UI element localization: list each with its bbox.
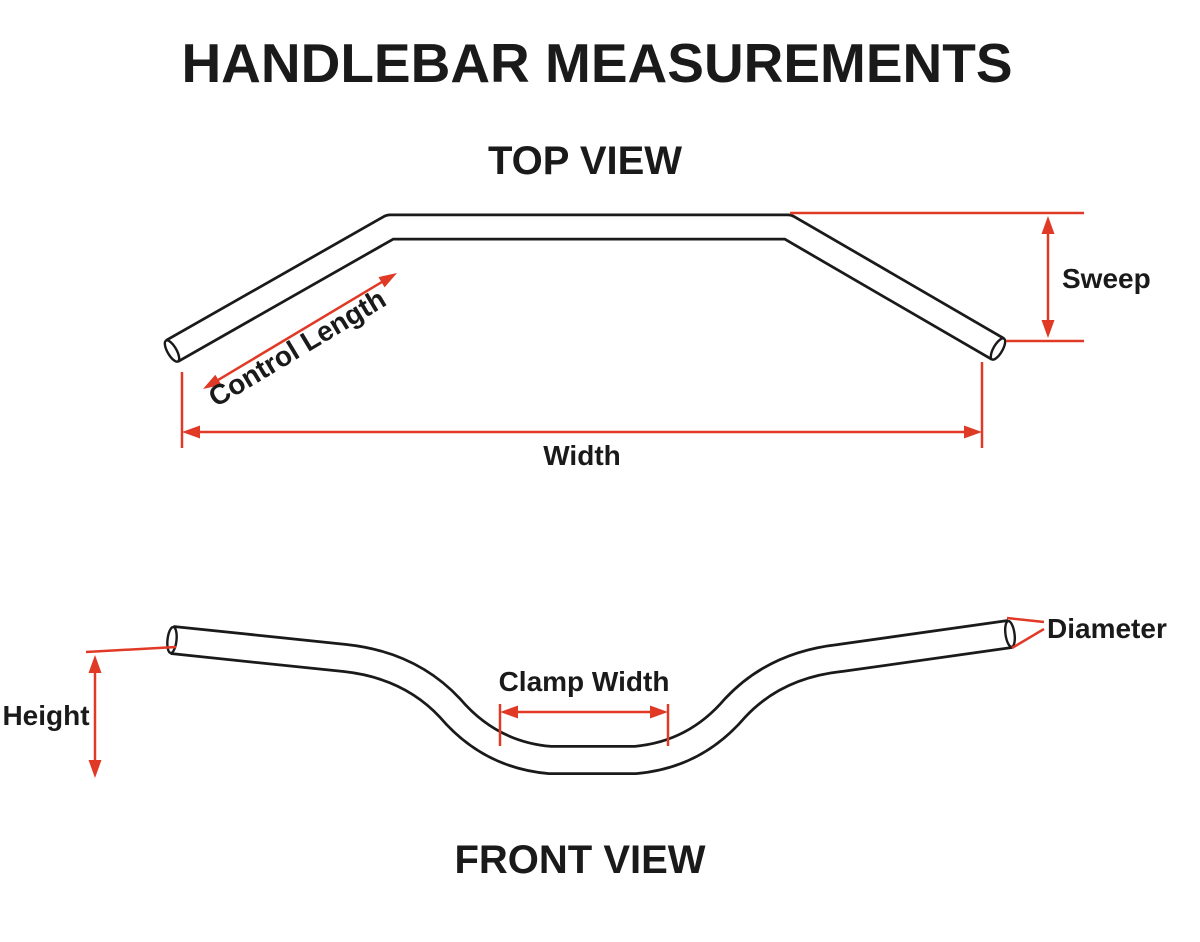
top-view-label: TOP VIEW: [488, 139, 682, 183]
width-arrowhead-right: [964, 425, 982, 439]
control-length-dimension: Control Length: [203, 273, 397, 413]
top-right-bar-end: [989, 337, 1007, 361]
height-ref-line-top: [85, 645, 177, 654]
diameter-leader-line-bottom: [1011, 627, 1045, 650]
diameter-dimension: Diameter: [1006, 613, 1167, 650]
sweep-arrowhead-top: [1041, 216, 1055, 234]
top-handlebar-fill: [166, 216, 1004, 361]
diameter-label: Diameter: [1047, 613, 1167, 644]
front-view-label: FRONT VIEW: [454, 838, 705, 882]
sweep-arrowhead-bottom: [1041, 320, 1055, 338]
height-arrowhead-top: [88, 655, 102, 673]
height-dimension: Height: [2, 645, 177, 778]
width-arrowhead-left: [182, 425, 200, 439]
width-dimension: Width: [180, 362, 984, 471]
control-length-arrowhead-right: [378, 273, 397, 288]
clamp-width-arrowhead-left: [500, 705, 518, 719]
control-length-arrowhead-left: [203, 374, 222, 389]
height-arrowhead-bottom: [88, 760, 102, 778]
sweep-label: Sweep: [1062, 263, 1151, 294]
top-view-handlebar: [163, 213, 1007, 363]
diameter-leader-line-top: [1006, 616, 1045, 624]
width-label: Width: [543, 440, 621, 471]
height-label: Height: [2, 700, 89, 731]
top-left-bar-end: [163, 339, 181, 363]
clamp-width-label: Clamp Width: [499, 666, 670, 697]
clamp-width-arrowhead-right: [650, 705, 668, 719]
clamp-width-dimension: Clamp Width: [499, 666, 670, 746]
page-title: HANDLEBAR MEASUREMENTS: [181, 32, 1012, 94]
front-handlebar-fill: [170, 621, 1012, 773]
sweep-dimension: Sweep: [790, 211, 1151, 343]
control-length-arrow-line: [215, 279, 385, 383]
